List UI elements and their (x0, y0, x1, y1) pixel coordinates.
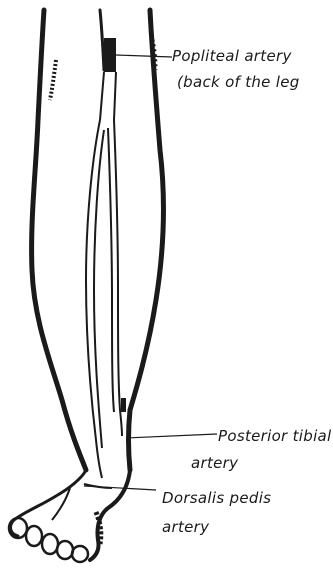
dorsalis-pedis-label: Dorsalis pedis (162, 490, 271, 507)
leg-outline-left (32, 10, 86, 470)
popliteal-artery-segment (104, 38, 116, 72)
anterior-tibial-artery (86, 120, 104, 478)
toe-2 (26, 526, 42, 546)
dorsalis-pedis-leader-line (84, 486, 156, 490)
popliteal-artery-sublabel: (back of the leg (177, 74, 300, 91)
toe-3 (42, 534, 58, 554)
posterior-tibial-artery (108, 120, 122, 436)
posterior-tibial-label: Posterior tibial (218, 428, 332, 445)
posterior-tibial-marker (121, 398, 126, 412)
posterior-tibial-leader-line (126, 434, 217, 438)
toe-4 (57, 541, 73, 559)
dorsalis-pedis-sublabel: artery (162, 519, 209, 536)
thigh-shading (50, 60, 56, 100)
posterior-tibial-sublabel: artery (191, 455, 238, 472)
popliteal-artery-label: Popliteal artery (172, 48, 292, 65)
leg-outline-right (129, 10, 164, 470)
popliteal-leader-line (116, 55, 172, 57)
ankle-outline (11, 470, 86, 536)
toe-5 (72, 546, 88, 562)
toes (9, 518, 88, 562)
artery-trunk (100, 72, 116, 120)
thigh-inner-line (100, 10, 104, 70)
